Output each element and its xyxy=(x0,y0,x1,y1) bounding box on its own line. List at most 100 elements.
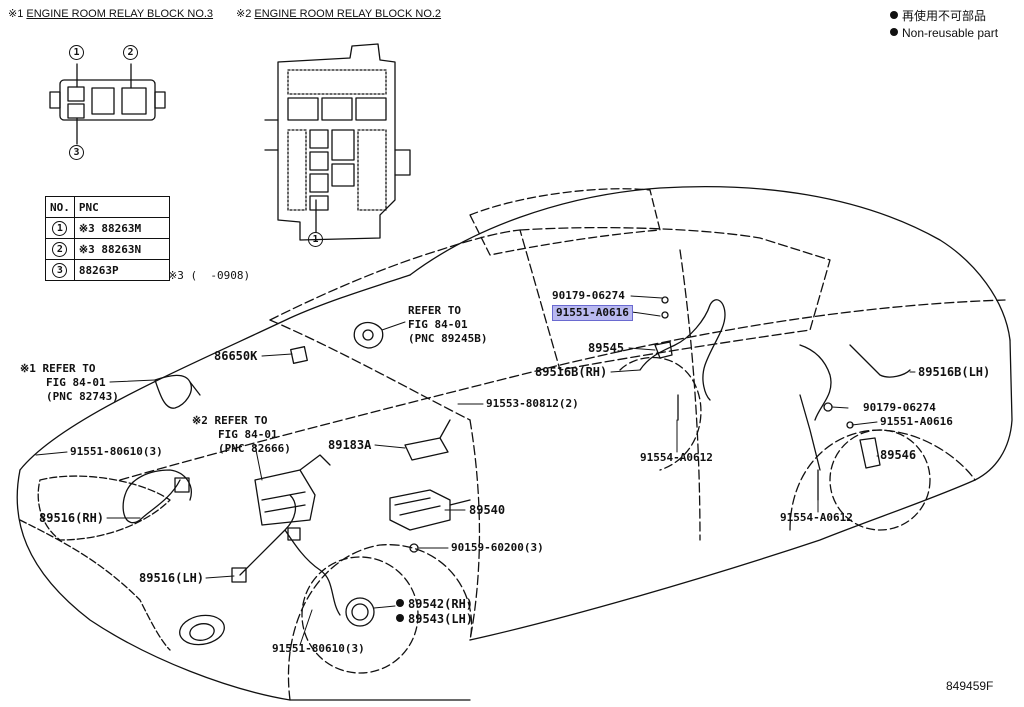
part-label-89183a[interactable]: 89183A xyxy=(328,438,372,452)
part-label-91554-a[interactable]: 91554-A0612 xyxy=(640,451,713,464)
part-label-91551-b[interactable]: 91551-A0616 xyxy=(880,415,953,428)
ref-note-2-line1: ※2 REFER TO xyxy=(192,414,268,427)
abs-actuator xyxy=(389,489,451,531)
car-side-window xyxy=(519,226,831,371)
pnc-row-mark: ※3 xyxy=(78,221,95,235)
sensor-harness-rear-rh xyxy=(639,299,726,401)
pnc-header-pnc: PNC xyxy=(73,196,170,218)
car-door-line xyxy=(679,249,701,541)
front-hub-ring-inner xyxy=(351,603,369,621)
part-label-86650k[interactable]: 86650K xyxy=(214,349,258,363)
non-reusable-dot-icon xyxy=(890,28,898,36)
car-fog-lamp xyxy=(179,614,225,646)
relay-block-3-heading: ※1 ENGINE ROOM RELAY BLOCK NO.3 xyxy=(8,8,213,20)
car-front-bumper xyxy=(16,469,471,701)
non-reusable-dot-icon xyxy=(396,599,404,607)
part-label-91551-a0616-highlighted[interactable]: 91551-A0616 xyxy=(552,305,633,322)
relay1-bracket xyxy=(154,374,192,409)
car-fog-lamp-inner xyxy=(189,623,215,641)
relay-block-3-title: ENGINE ROOM RELAY BLOCK NO.3 xyxy=(26,8,214,20)
car-roof-outline xyxy=(409,185,1011,341)
car-rear-outline xyxy=(974,339,1013,481)
part-label-89516b-rh[interactable]: 89516B(RH) xyxy=(535,365,608,379)
ref-note-1-line2[interactable]: FIG 84-01 xyxy=(46,376,106,389)
part-label-89516-rh[interactable]: 89516(RH) xyxy=(39,511,105,525)
ref-note-2-line2[interactable]: FIG 84-01 xyxy=(218,428,278,441)
relay-bracket xyxy=(254,469,316,526)
car-sunroof xyxy=(469,188,661,256)
front-wheel xyxy=(301,556,419,674)
relay-block-2-mark: ※2 xyxy=(236,8,252,20)
ref-note-2-text[interactable]: REFER TO xyxy=(214,414,268,427)
pnc-row-no: 2 xyxy=(52,241,68,257)
part-label-91551-80610-a[interactable]: 91551-80610(3) xyxy=(70,445,163,458)
relay-callout-2: 2 xyxy=(123,45,138,60)
relay-3-slot-2 xyxy=(121,87,147,115)
rear-wheel xyxy=(829,429,931,531)
car-grille xyxy=(19,519,171,651)
sensor-89546 xyxy=(859,437,881,469)
non-reusable-dot-icon xyxy=(890,11,898,19)
car-rocker-outline xyxy=(469,479,976,641)
part-label-89516b-lh[interactable]: 89516B(LH) xyxy=(918,365,991,379)
part-label-89542-rh[interactable]: 89542(RH) xyxy=(396,597,473,611)
legend-english: Non-reusable part xyxy=(890,26,998,40)
part-label-89545[interactable]: 89545 xyxy=(588,341,625,355)
ref-note-3-line1[interactable]: REFER TO xyxy=(408,304,461,317)
relay-3-slot-1 xyxy=(67,86,85,102)
car-hood-outline xyxy=(19,274,411,471)
relay-block-2-heading: ※2 ENGINE ROOM RELAY BLOCK NO.2 xyxy=(236,8,441,20)
pnc-row-code[interactable]: 88263M xyxy=(101,221,142,235)
rear-wheel-inner-left xyxy=(619,356,702,471)
sensor-harness-rear-lh xyxy=(799,344,911,471)
part-label-90159[interactable]: 90159-60200(3) xyxy=(451,541,544,554)
legend-japanese: 再使用不可部品 xyxy=(890,9,986,23)
pnc-header-no: NO. xyxy=(45,196,75,218)
ref-note-1-text[interactable]: REFER TO xyxy=(42,362,96,375)
ref-note-2-line3[interactable]: (PNC 82666) xyxy=(218,442,291,455)
non-reusable-dot-icon xyxy=(396,614,404,622)
pnc-row-code[interactable]: 88263P xyxy=(78,263,119,277)
part-label-89546[interactable]: 89546 xyxy=(880,448,917,462)
ref-note-3-line3[interactable]: (PNC 89245B) xyxy=(408,332,488,345)
car-a-pillar xyxy=(469,419,481,641)
car-beltline xyxy=(119,299,1006,481)
relay-3-slot-a xyxy=(91,87,115,115)
part-label-89516-lh[interactable]: 89516(LH) xyxy=(139,571,205,585)
pnc-row-mark: ※3 xyxy=(78,242,95,256)
pnc-row-code[interactable]: 88263N xyxy=(101,242,142,256)
pnc-row-no: 1 xyxy=(52,220,68,236)
car-windshield-lower xyxy=(269,319,471,421)
part-label-91554-b[interactable]: 91554-A0612 xyxy=(780,511,853,524)
relay-block-2-callout-1: 1 xyxy=(308,232,323,247)
ecu-89183a xyxy=(404,437,449,461)
car-headlamp xyxy=(37,475,171,541)
part-label-90179-b[interactable]: 90179-06274 xyxy=(863,401,936,414)
part-label-89543-lh[interactable]: 89543(LH) xyxy=(396,612,473,626)
part-label-90179-a[interactable]: 90179-06274 xyxy=(552,289,625,302)
ref-note-3-line2[interactable]: FIG 84-01 xyxy=(408,318,468,331)
part-label-89540[interactable]: 89540 xyxy=(469,503,506,517)
table-row: 3 88263P xyxy=(45,259,170,281)
relay-block-2-title: ENGINE ROOM RELAY BLOCK NO.2 xyxy=(254,8,442,20)
ref-note-1-mark: ※1 xyxy=(20,362,36,375)
relay-block-3-mark: ※1 xyxy=(8,8,24,20)
ref-note-1-line3[interactable]: (PNC 82743) xyxy=(46,390,119,403)
relay-block-2-body xyxy=(277,43,396,241)
front-hub-ring xyxy=(345,597,375,627)
part-label-91551-80610-b[interactable]: 91551-80610(3) xyxy=(272,642,365,655)
part-label-91553[interactable]: 91553-80812(2) xyxy=(486,397,579,410)
sensor-89245b xyxy=(353,321,384,349)
part-86650k xyxy=(290,346,308,364)
car-windshield xyxy=(269,229,521,321)
figure-id: 849459F xyxy=(946,679,994,693)
sensor-harness-front-rh xyxy=(122,469,192,524)
relay-3-slot-3 xyxy=(67,103,85,119)
sensor-harness-front-lh xyxy=(239,494,341,616)
ref-note-2-mark: ※2 xyxy=(192,414,208,427)
note-3: ※3 ( -0908) xyxy=(168,269,251,282)
relay-callout-3: 3 xyxy=(69,145,84,160)
ref-note-1-line1: ※1 REFER TO xyxy=(20,362,96,375)
